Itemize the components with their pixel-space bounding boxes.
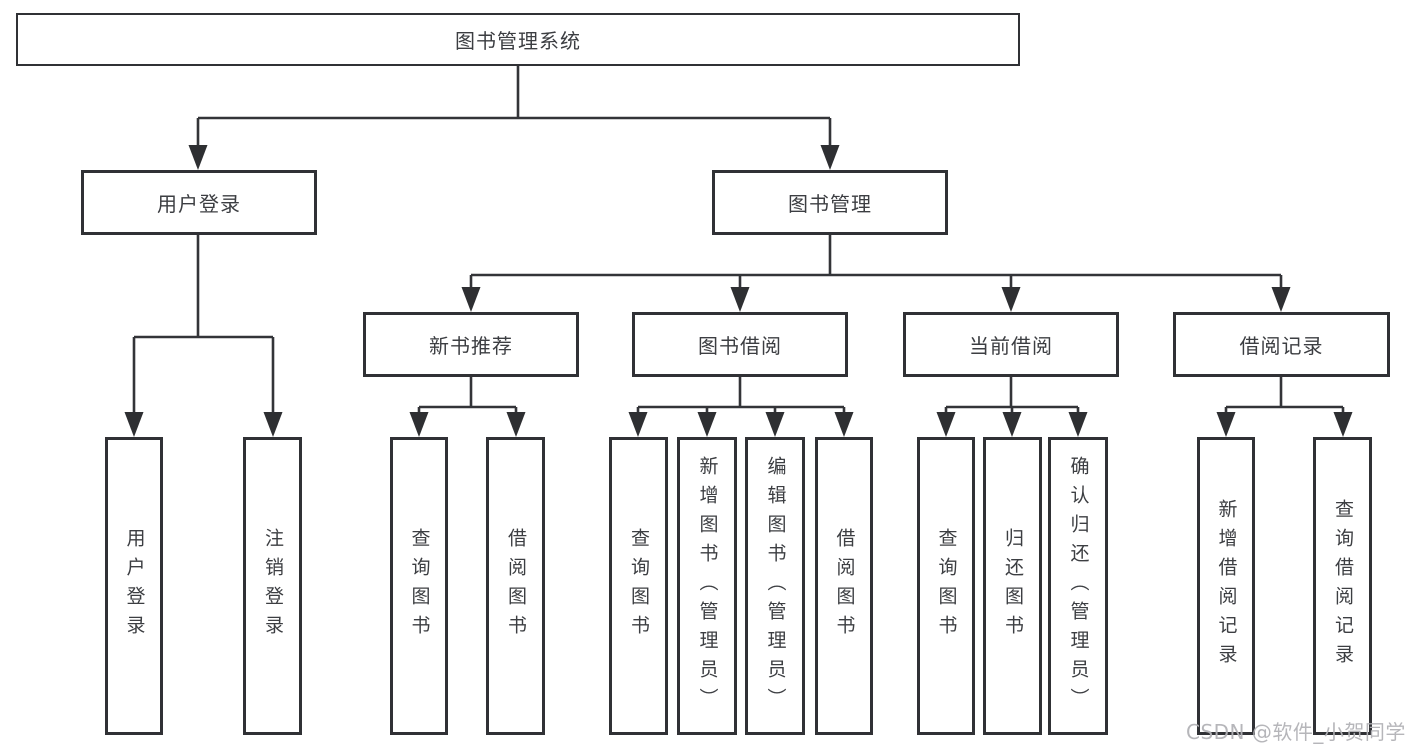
node-leaf-edit-book-admin: 编辑图书（管理员） xyxy=(745,437,805,735)
node-label: 归还图书 xyxy=(1002,528,1024,644)
node-label: 用户登录 xyxy=(157,192,241,216)
node-leaf-logout: 注销登录 xyxy=(243,437,302,735)
node-leaf-user-login: 用户登录 xyxy=(105,437,163,735)
node-new-book-recommend: 新书推荐 xyxy=(363,312,579,377)
node-leaf-query-borrow-record: 查询借阅记录 xyxy=(1313,437,1372,735)
node-label: 注销登录 xyxy=(262,528,284,644)
watermark: CSDN @软件_小贺同学 xyxy=(1186,720,1405,744)
node-current-borrow: 当前借阅 xyxy=(903,312,1119,377)
node-borrow-record: 借阅记录 xyxy=(1173,312,1390,377)
node-leaf-add-borrow-record: 新增借阅记录 xyxy=(1197,437,1255,735)
node-leaf-query-books-recommend: 查询图书 xyxy=(390,437,448,735)
node-leaf-return-books: 归还图书 xyxy=(983,437,1042,735)
node-book-management: 图书管理 xyxy=(712,170,948,235)
node-label: 新书推荐 xyxy=(429,334,513,358)
node-label: 当前借阅 xyxy=(969,334,1053,358)
node-label: 查询图书 xyxy=(935,528,958,644)
node-leaf-borrow-books-borrow: 借阅图书 xyxy=(815,437,873,735)
node-leaf-borrow-books-recommend: 借阅图书 xyxy=(486,437,545,735)
node-leaf-add-book-admin: 新增图书（管理员） xyxy=(677,437,737,735)
node-label: 图书管理 xyxy=(788,192,872,216)
node-label: 新增图书（管理员） xyxy=(696,455,719,717)
node-label: 用户登录 xyxy=(123,528,146,644)
node-label: 借阅记录 xyxy=(1239,334,1324,358)
node-label: 查询图书 xyxy=(628,528,650,644)
node-label: 查询借阅记录 xyxy=(1332,499,1354,673)
node-label: 借阅图书 xyxy=(505,528,527,644)
node-label: 借阅图书 xyxy=(833,528,856,644)
node-leaf-confirm-return-admin: 确认归还（管理员） xyxy=(1048,437,1108,735)
node-leaf-query-books-current: 查询图书 xyxy=(917,437,975,735)
node-book-borrow: 图书借阅 xyxy=(632,312,848,377)
node-label: 新增借阅记录 xyxy=(1215,499,1238,673)
node-user-login-group: 用户登录 xyxy=(81,170,317,235)
node-label: 图书管理系统 xyxy=(455,29,581,53)
node-label: 图书借阅 xyxy=(698,334,782,358)
node-label: 查询图书 xyxy=(408,528,431,644)
node-label: 编辑图书（管理员） xyxy=(764,455,787,717)
node-label: 确认归还（管理员） xyxy=(1067,455,1090,717)
node-leaf-query-books-borrow: 查询图书 xyxy=(609,437,668,735)
node-library-management-system: 图书管理系统 xyxy=(16,13,1020,66)
